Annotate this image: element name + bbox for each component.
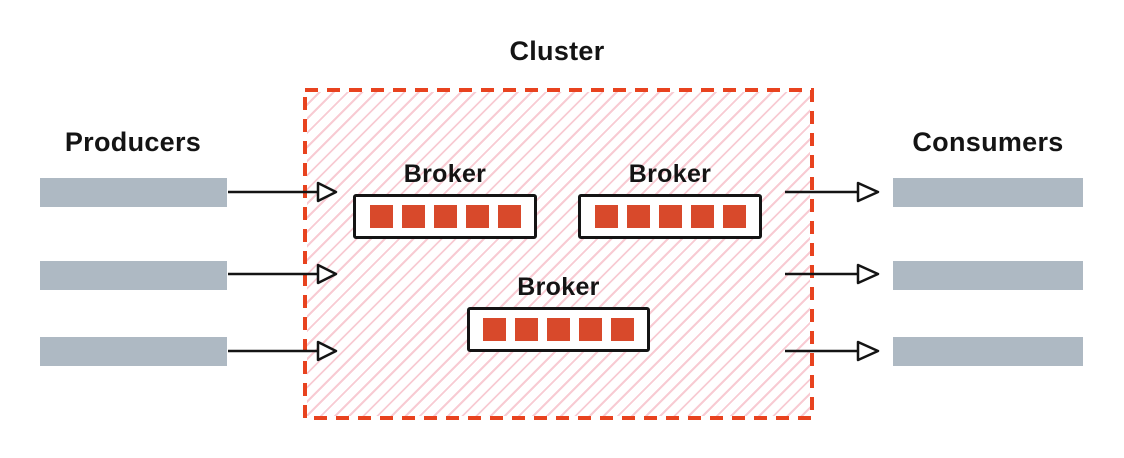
partition-square <box>369 205 393 228</box>
cluster-hatch-area <box>307 92 810 416</box>
cluster-title: Cluster <box>509 36 605 66</box>
partition-square <box>594 205 618 228</box>
partition-square <box>579 318 602 341</box>
partition-square <box>465 205 489 228</box>
broker-box <box>467 307 650 352</box>
broker-label: Broker <box>403 160 487 188</box>
consumer-bar <box>893 337 1083 366</box>
consumer-bar <box>893 261 1083 290</box>
partition-square <box>658 205 682 228</box>
cluster-dashed-border <box>303 88 814 420</box>
partition-square <box>611 318 634 341</box>
producer-arrows <box>228 181 338 362</box>
producer-bar <box>40 178 227 207</box>
partition-square <box>433 205 457 228</box>
broker-label: Broker <box>628 160 712 188</box>
broker-node: Broker <box>578 160 762 239</box>
consumer-arrows <box>785 181 880 362</box>
partition-square <box>690 205 714 228</box>
partition-square <box>497 205 521 228</box>
broker-box <box>353 194 537 239</box>
consumer-arrow <box>785 263 880 285</box>
partition-square <box>547 318 570 341</box>
producers-label: Producers <box>64 127 202 157</box>
consumer-arrow <box>785 181 880 203</box>
broker-box <box>578 194 762 239</box>
broker-label: Broker <box>517 273 600 301</box>
producer-arrow <box>228 263 338 285</box>
partition-square <box>515 318 538 341</box>
producer-bar <box>40 337 227 366</box>
partition-square <box>401 205 425 228</box>
producer-arrow <box>228 340 338 362</box>
producer-bar <box>40 261 227 290</box>
producer-arrow <box>228 181 338 203</box>
broker-node: Broker <box>353 160 537 239</box>
consumer-arrow <box>785 340 880 362</box>
partition-square <box>483 318 506 341</box>
partition-square <box>722 205 746 228</box>
partition-square <box>626 205 650 228</box>
consumer-bar <box>893 178 1083 207</box>
consumers-label: Consumers <box>912 127 1064 157</box>
broker-node: Broker <box>467 273 650 352</box>
